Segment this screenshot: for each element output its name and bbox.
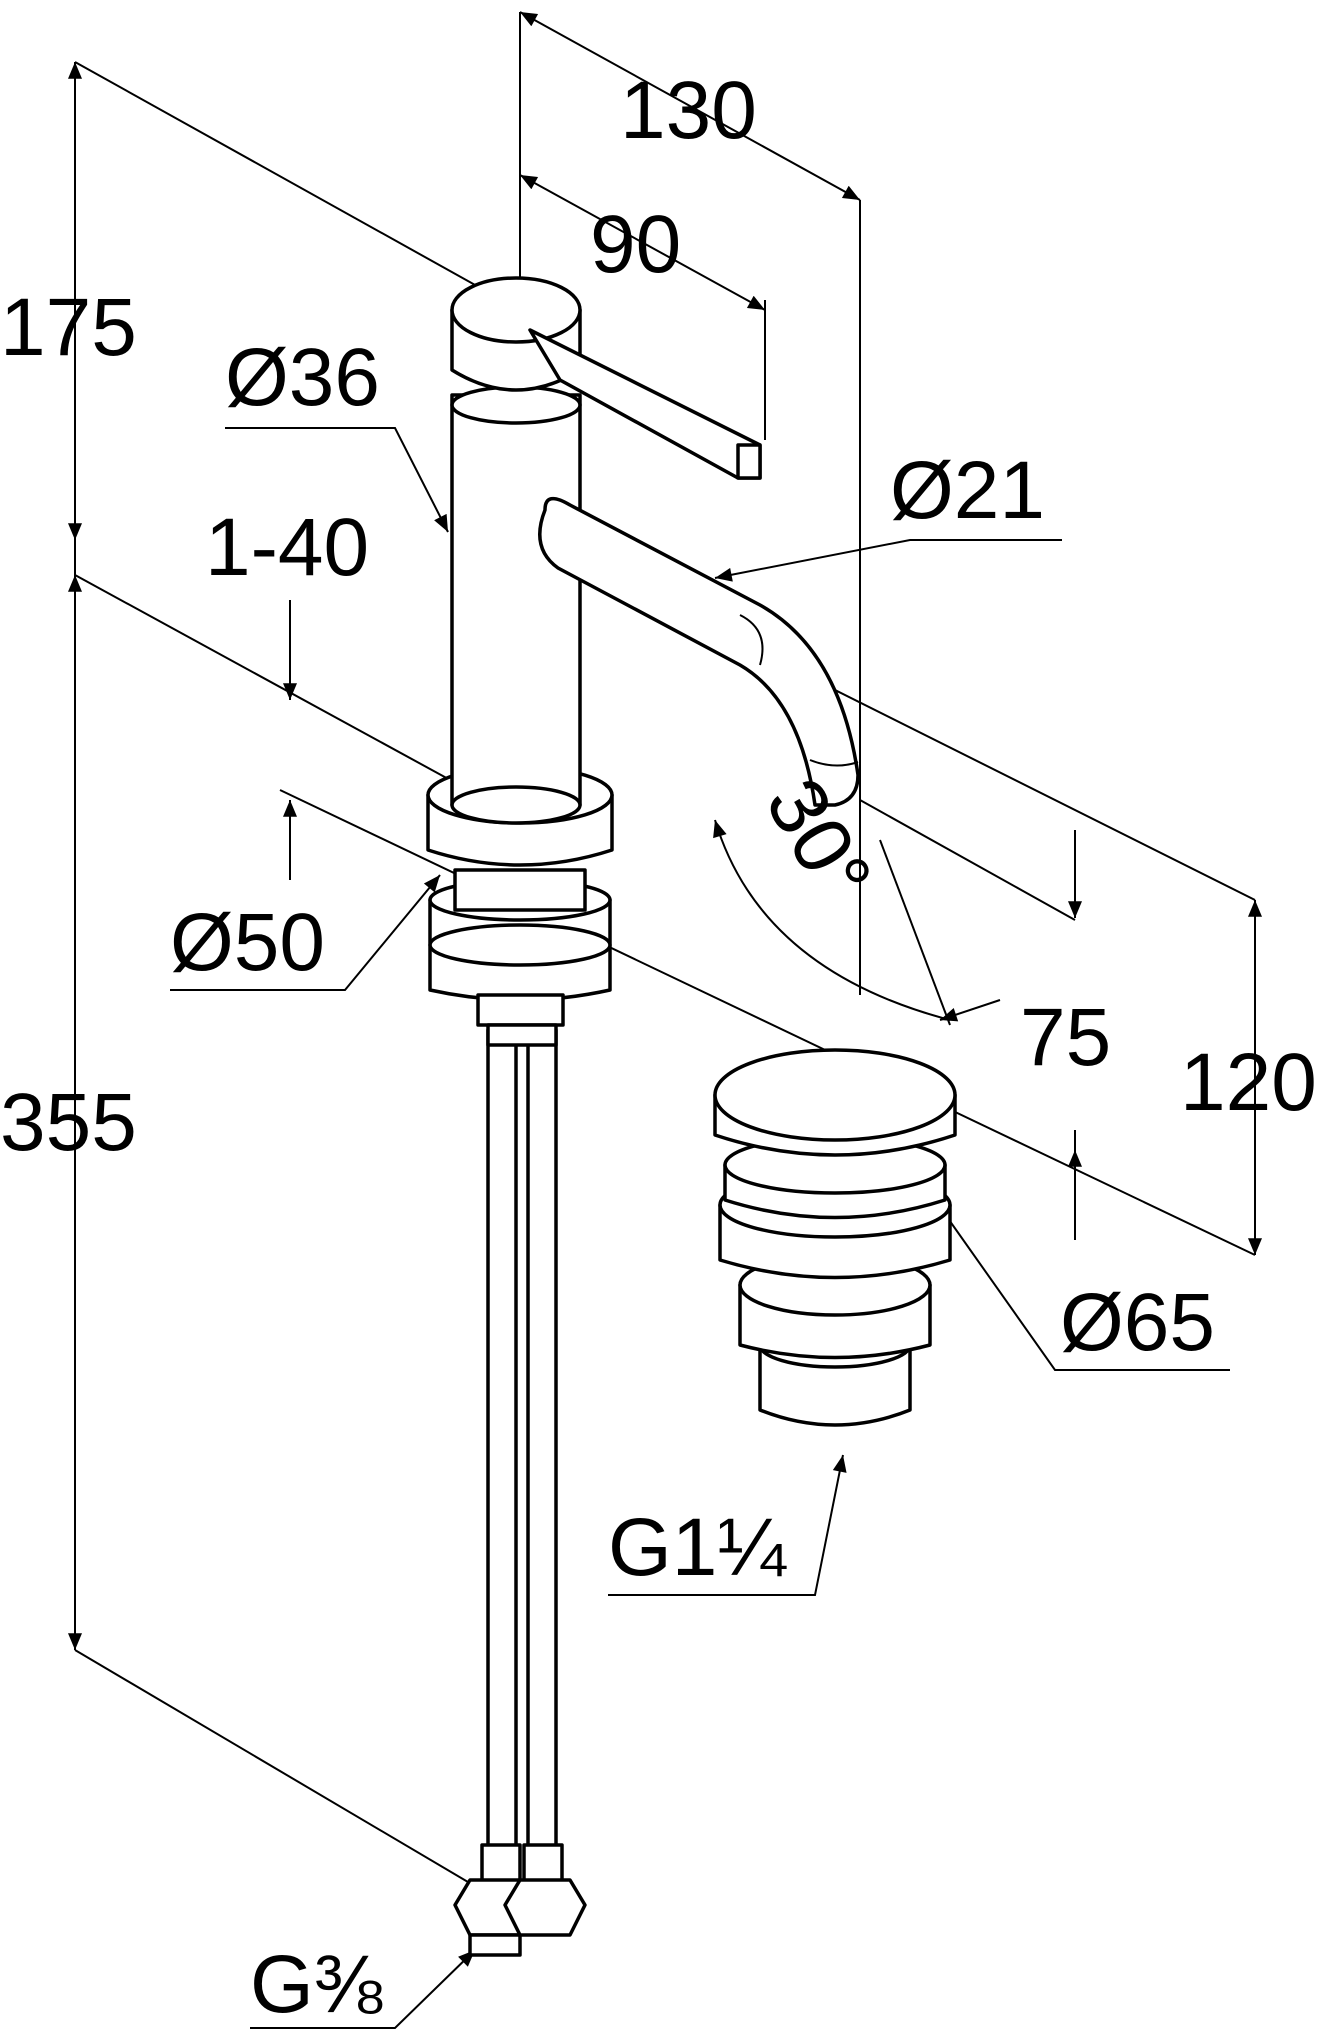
dimension-labels: 130 90 175 Ø36 Ø21 1-40 30° 75 120 Ø50 3… — [0, 65, 1317, 2030]
label-width-total: 130 — [620, 65, 757, 156]
body-column — [450, 385, 582, 825]
label-spout-diameter: Ø21 — [890, 445, 1045, 536]
label-base-diameter: Ø50 — [170, 897, 325, 988]
label-supply-thread: G⅜ — [250, 1939, 383, 2030]
supply-hoses — [453, 1028, 587, 1957]
label-spout-angle: 30° — [748, 764, 889, 917]
pop-up-drain — [713, 1048, 957, 1427]
faucet — [426, 276, 860, 1957]
label-spout-height: 75 — [1020, 992, 1111, 1083]
label-drain-height: 120 — [1180, 1037, 1317, 1128]
handle-head — [450, 276, 762, 480]
spout — [538, 496, 860, 807]
dimension-lines — [68, 11, 1262, 2029]
label-deck-thickness: 1-40 — [205, 502, 369, 593]
label-total-height: 355 — [0, 1077, 137, 1168]
label-drain-diameter: Ø65 — [1060, 1277, 1215, 1368]
label-handle-reach: 90 — [590, 199, 681, 290]
label-body-diameter: Ø36 — [225, 332, 380, 423]
label-drain-thread: G1¼ — [608, 1502, 787, 1593]
label-upper-height: 175 — [0, 282, 137, 373]
